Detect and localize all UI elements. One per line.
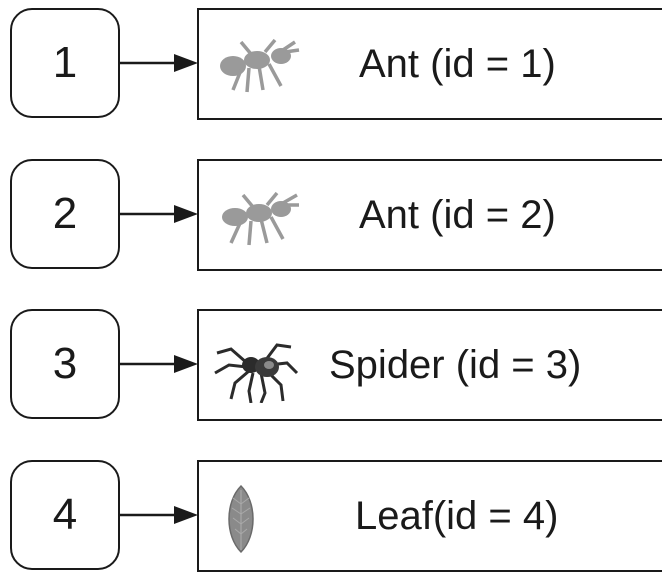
ant-icon	[222, 191, 299, 246]
id-key-box: 2	[10, 159, 120, 269]
arrow-icon	[120, 205, 198, 223]
id-key-label: 2	[52, 189, 78, 238]
mapping-row: 3 Spider (id	[0, 307, 662, 425]
id-key-label: 4	[52, 490, 78, 539]
mapping-row: 4 Leaf(id = 4)	[0, 458, 662, 576]
id-key-label: 1	[52, 38, 78, 87]
id-key-box: 4	[10, 460, 120, 570]
entity-box: Ant (id = 2)	[197, 159, 662, 271]
arrow-icon	[120, 506, 198, 524]
mapping-row: 2 Ant (id = 2)	[0, 157, 662, 275]
entity-box: Ant (id = 1)	[197, 8, 662, 120]
arrow-icon	[120, 54, 198, 72]
entity-box: Spider (id = 3)	[197, 309, 662, 421]
arrow-icon	[120, 355, 198, 373]
entity-box: Leaf(id = 4)	[197, 460, 662, 572]
id-key-label: 3	[52, 339, 78, 388]
id-key-box: 1	[10, 8, 120, 118]
spider-icon	[214, 343, 299, 403]
leaf-icon	[228, 484, 254, 554]
ant-icon	[220, 38, 300, 93]
id-key-box: 3	[10, 309, 120, 419]
mapping-row: 1 Ant (id = 1)	[0, 6, 662, 124]
entity-label: Ant (id = 2)	[359, 192, 556, 237]
entity-label: Spider (id = 3)	[329, 342, 582, 387]
entity-label: Ant (id = 1)	[359, 41, 556, 86]
entity-label: Leaf(id = 4)	[355, 493, 559, 538]
